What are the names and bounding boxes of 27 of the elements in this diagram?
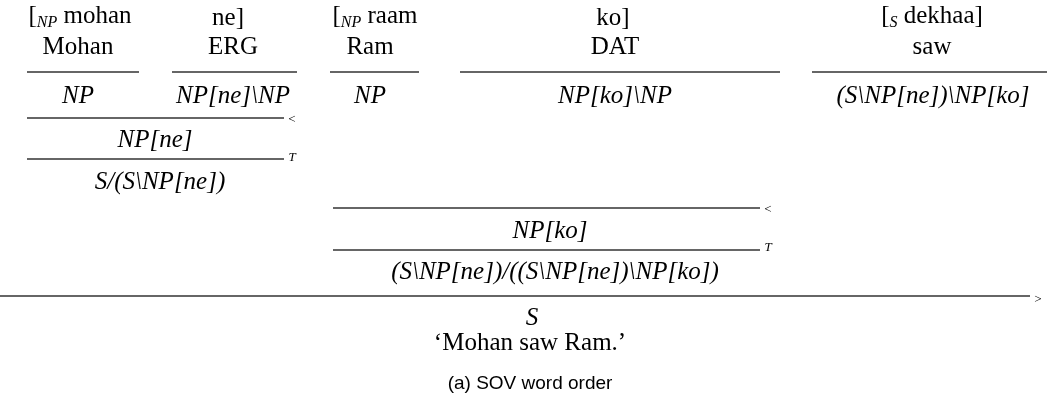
word: [$_{S}$ dekhaa]	[881, 2, 983, 30]
category-label: NP[ko]\NP	[558, 81, 672, 107]
word: [$_{NP}$ raam	[332, 2, 418, 30]
combinator-symbol: <	[763, 201, 773, 215]
combinator-symbol: >	[1033, 291, 1043, 305]
translation: ‘Mohan saw Ram.’	[433, 328, 627, 354]
gloss-word: DAT	[590, 32, 640, 58]
gloss-word: ERG	[208, 32, 258, 58]
category-label: NP	[62, 81, 94, 107]
word: ne]	[212, 3, 244, 29]
gloss-word: saw	[912, 32, 952, 58]
category-label: NP[ne]	[117, 125, 193, 151]
category-label: S/(S\NP[ne])	[94, 167, 226, 193]
category-label: NP	[354, 81, 386, 107]
gloss-word: Ram	[346, 32, 394, 58]
category-label: (S\NP[ne])/((S\NP[ne])\NP[ko])	[391, 257, 719, 283]
category-label: S	[525, 303, 539, 329]
combinator-symbol: T	[764, 239, 772, 253]
combinator-symbol: <	[287, 111, 297, 125]
word: ko]	[596, 3, 630, 29]
category-label: NP[ne]\NP	[176, 81, 290, 107]
gloss-word: Mohan	[42, 32, 114, 58]
category-label: (S\NP[ne])\NP[ko]	[836, 81, 1030, 107]
word: [$_{NP}$ mohan	[28, 2, 132, 30]
combinator-symbol: T	[288, 149, 296, 163]
caption: (a) SOV word order	[447, 372, 613, 392]
category-label: NP[ko]	[512, 216, 588, 242]
